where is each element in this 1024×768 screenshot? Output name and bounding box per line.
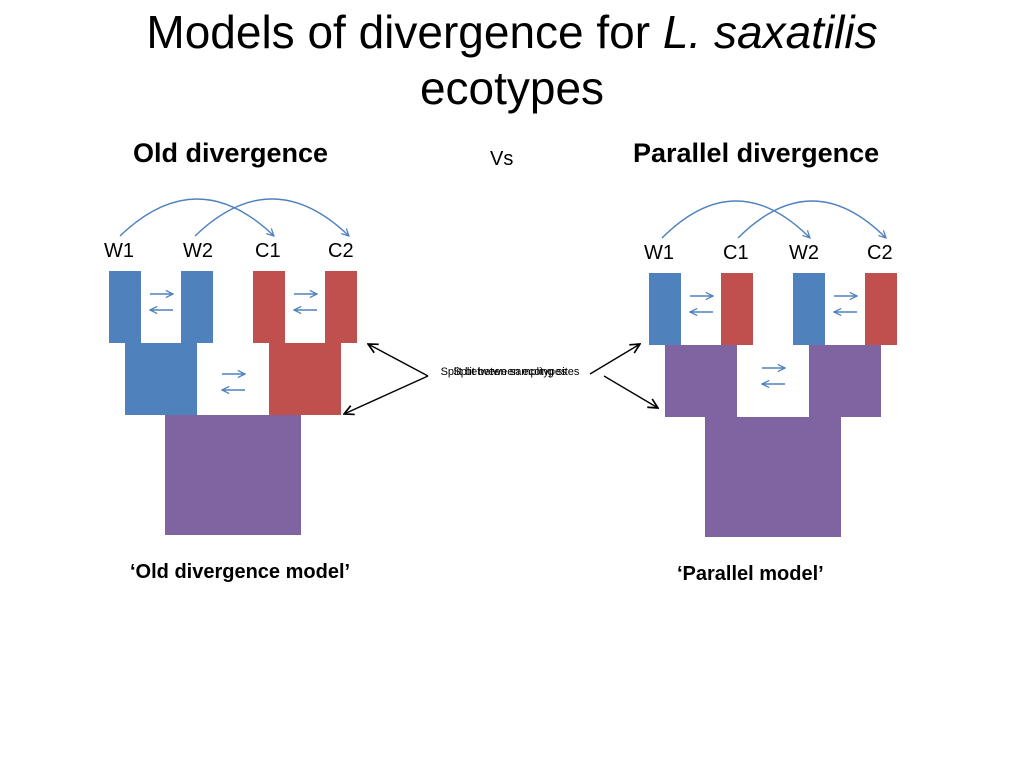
- annotation-arrows: [344, 344, 658, 414]
- gene-flow-arc: [119, 198, 274, 236]
- tip-label-c1: C1: [255, 240, 281, 262]
- note-split-sampling-sites: Split between sampling sites: [440, 366, 580, 378]
- tip-block-w2: [181, 271, 213, 343]
- title-species: L. saxatilis: [662, 6, 878, 58]
- note-split-ecotypes: Split between ecotypes: [453, 366, 567, 378]
- tip-block-c1: [253, 271, 285, 343]
- annotation-arrow: [589, 344, 640, 375]
- annotation-arrow: [368, 344, 429, 377]
- tip-block-c2: [865, 273, 897, 345]
- tip-label-w2: W2: [789, 242, 819, 264]
- wave-ecotype-block: [125, 343, 197, 415]
- tip-block-w1: [649, 273, 681, 345]
- old-divergence-heading: Old divergence: [133, 138, 329, 168]
- annotation-arrow: [344, 375, 429, 414]
- gene-flow-arrows: [661, 200, 886, 384]
- annotation-arrow: [603, 375, 658, 408]
- tip-block-c2: [325, 271, 357, 343]
- vs-label: Vs: [490, 148, 514, 170]
- ancestral-population-block: [165, 415, 301, 535]
- tip-block-c1: [721, 273, 753, 345]
- tip-label-w1: W1: [104, 240, 134, 262]
- parallel-model-caption: ‘Parallel model’: [677, 563, 824, 585]
- tip-block-w2: [793, 273, 825, 345]
- gene-flow-arc: [661, 200, 810, 238]
- parallel-divergence-heading: Parallel divergence: [633, 138, 880, 168]
- title-prefix: Models of divergence for: [146, 6, 663, 58]
- site-population-block: [665, 345, 737, 417]
- gene-flow-arc: [737, 200, 886, 238]
- title-suffix: ecotypes: [419, 62, 605, 114]
- site-population-block: [809, 345, 881, 417]
- slide-title: Models of divergence for L. saxatilis ec…: [0, 4, 1024, 116]
- parallel-divergence-tree: [649, 200, 897, 537]
- old-divergence-caption: ‘Old divergence model’: [130, 561, 351, 583]
- crab-ecotype-block: [269, 343, 341, 415]
- old-divergence-tree: [109, 198, 357, 535]
- tip-block-w1: [109, 271, 141, 343]
- gene-flow-arc: [194, 198, 349, 236]
- tip-label-w1: W1: [644, 242, 674, 264]
- tip-label-c2: C2: [328, 240, 354, 262]
- gene-flow-arrows: [119, 198, 349, 390]
- tip-label-c2: C2: [867, 242, 893, 264]
- tip-label-w2: W2: [183, 240, 213, 262]
- tip-label-c1: C1: [723, 242, 749, 264]
- ancestral-population-block: [705, 417, 841, 537]
